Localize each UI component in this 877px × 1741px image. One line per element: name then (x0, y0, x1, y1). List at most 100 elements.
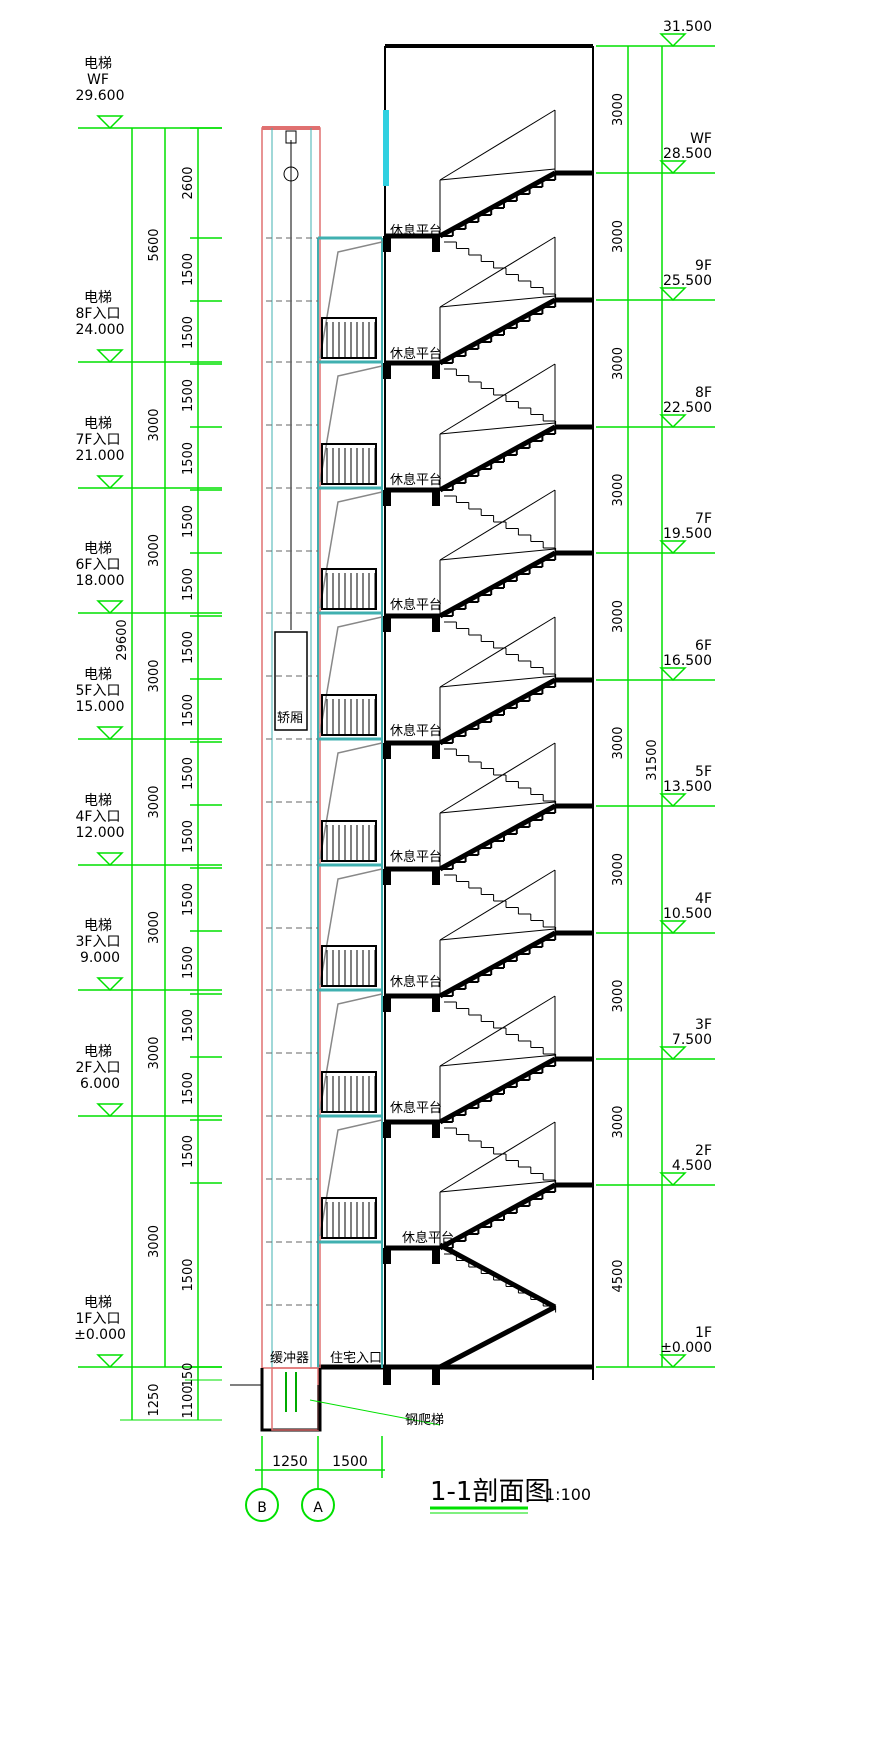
elevation-floor-label: WF (690, 131, 712, 147)
left-outer-dimension: 3000 (147, 408, 162, 441)
landing-label: 休息平台 (390, 346, 442, 362)
left-inner-dimension: 1500 (181, 379, 196, 412)
left-elevation-value: 21.000 (76, 448, 125, 464)
handrail (439, 168, 556, 181)
elevation-marker (659, 1172, 687, 1187)
canopy-strut (319, 491, 383, 609)
handrail (439, 801, 556, 814)
handrail (439, 1054, 556, 1067)
handrail (439, 869, 556, 941)
left-elevation-line1: 电梯 (84, 1295, 112, 1311)
left-inner-dimension: 1500 (181, 631, 196, 664)
left-inner-dimension: 1500 (181, 253, 196, 286)
handrail (439, 928, 556, 941)
elevation-value-label: 10.500 (663, 906, 712, 922)
elevation-floor-label: 1F (695, 1325, 712, 1341)
elevator-pit (260, 1368, 322, 1432)
stair-flight-thick (438, 170, 557, 239)
axis-bubble (301, 1488, 335, 1522)
landing-label: 休息平台 (390, 1100, 442, 1116)
pit-dimension: 1250 (147, 1383, 162, 1416)
right-floor-dimension: 4500 (611, 1259, 626, 1292)
balcony-railing (321, 945, 377, 987)
landing-label: 休息平台 (390, 223, 442, 239)
stair-flight-thick (438, 930, 557, 999)
elevation-marker (659, 793, 687, 808)
ground-beam (432, 1367, 440, 1385)
elevation-value-label: 7.500 (672, 1032, 712, 1048)
label-layer: 31.500WF28.5009F25.5008F22.5007F19.5006F… (74, 19, 712, 1516)
canopy-strut (319, 993, 383, 1111)
canopy-strut (319, 616, 383, 734)
right-floor-dimension: 3000 (611, 726, 626, 759)
left-inner-dimension: 2600 (181, 166, 196, 199)
left-elevation-line1: 电梯 (84, 1044, 112, 1060)
elevation-marker (659, 287, 687, 302)
sheave (283, 166, 299, 182)
handrail (439, 489, 556, 561)
canopy-strut (319, 868, 383, 986)
ladder-label: 钢爬梯 (405, 1413, 444, 1428)
elevation-value-label: 16.500 (663, 653, 712, 669)
left-elevation-line2: 8F入口 (76, 306, 121, 322)
elevation-marker (659, 540, 687, 555)
pit-dimension: 150 (181, 1363, 196, 1388)
balcony-railing (321, 1197, 377, 1239)
drawing-scale: 1:100 (545, 1485, 591, 1504)
left-elevation-marker (96, 852, 124, 867)
left-inner-dimension: 1500 (181, 316, 196, 349)
landing-label: 休息平台 (390, 472, 442, 488)
landing-beam (432, 616, 440, 632)
landing-beam (383, 1248, 391, 1264)
elevation-value-label: 28.500 (663, 146, 712, 162)
left-inner-dimension: 1500 (181, 505, 196, 538)
pit-dimension: 1100 (181, 1385, 196, 1418)
left-inner-dimension: 1500 (181, 757, 196, 790)
left-elevation-line1: 电梯 (84, 290, 112, 306)
car-label: 轿厢 (277, 711, 303, 726)
left-outer-dimension: 3000 (147, 659, 162, 692)
bottom-dimension: 1500 (332, 1454, 368, 1470)
left-inner-dimension: 1500 (181, 1009, 196, 1042)
left-outer-dimension: 3000 (147, 1225, 162, 1258)
left-elevation-line2: WF (87, 72, 109, 88)
right-floor-dimension: 3000 (611, 93, 626, 126)
elevation-value-label: 25.500 (663, 273, 712, 289)
elevator-car (274, 631, 308, 731)
left-outer-dimension: 3000 (147, 1036, 162, 1069)
elevation-floor-label: 3F (695, 1017, 712, 1033)
structure-layer (230, 44, 594, 1432)
left-elevation-line2: 2F入口 (76, 1060, 121, 1076)
landing-beam (432, 1248, 440, 1264)
balcony-railing (321, 1071, 377, 1113)
elevation-floor-label: 5F (695, 764, 712, 780)
stair-flight-thick (438, 1182, 557, 1251)
left-elevation-line2: 7F入口 (76, 432, 121, 448)
landing-label: 休息平台 (390, 849, 442, 865)
stair-flight-thick (438, 550, 557, 619)
stair-flight-thick (438, 1056, 557, 1125)
left-outer-dimension: 3000 (147, 785, 162, 818)
left-elevation-line1: 电梯 (84, 667, 112, 683)
handrail (439, 236, 556, 308)
left-outer-dimension: 5600 (147, 228, 162, 261)
left-elevation-line1: 电梯 (84, 793, 112, 809)
elevation-marker (659, 160, 687, 175)
stair-flight-thick (438, 677, 557, 746)
left-elevation-line2: 3F入口 (76, 934, 121, 950)
left-elevation-value: 9.000 (80, 950, 120, 966)
canopy-strut (319, 241, 383, 359)
landing-label: 休息平台 (390, 597, 442, 613)
landing-beam (432, 363, 440, 379)
traction-machine (285, 130, 297, 144)
left-elevation-value: 15.000 (76, 699, 125, 715)
canopy-strut (319, 1119, 383, 1237)
left-elevation-line2: 6F入口 (76, 557, 121, 573)
balcony-railing (321, 317, 377, 359)
elevation-marker (659, 1046, 687, 1061)
landing-beam (383, 616, 391, 632)
landing-beam (432, 490, 440, 506)
handrail (439, 295, 556, 308)
stair-flight-thick (438, 297, 557, 366)
left-elevation-marker (96, 1103, 124, 1118)
